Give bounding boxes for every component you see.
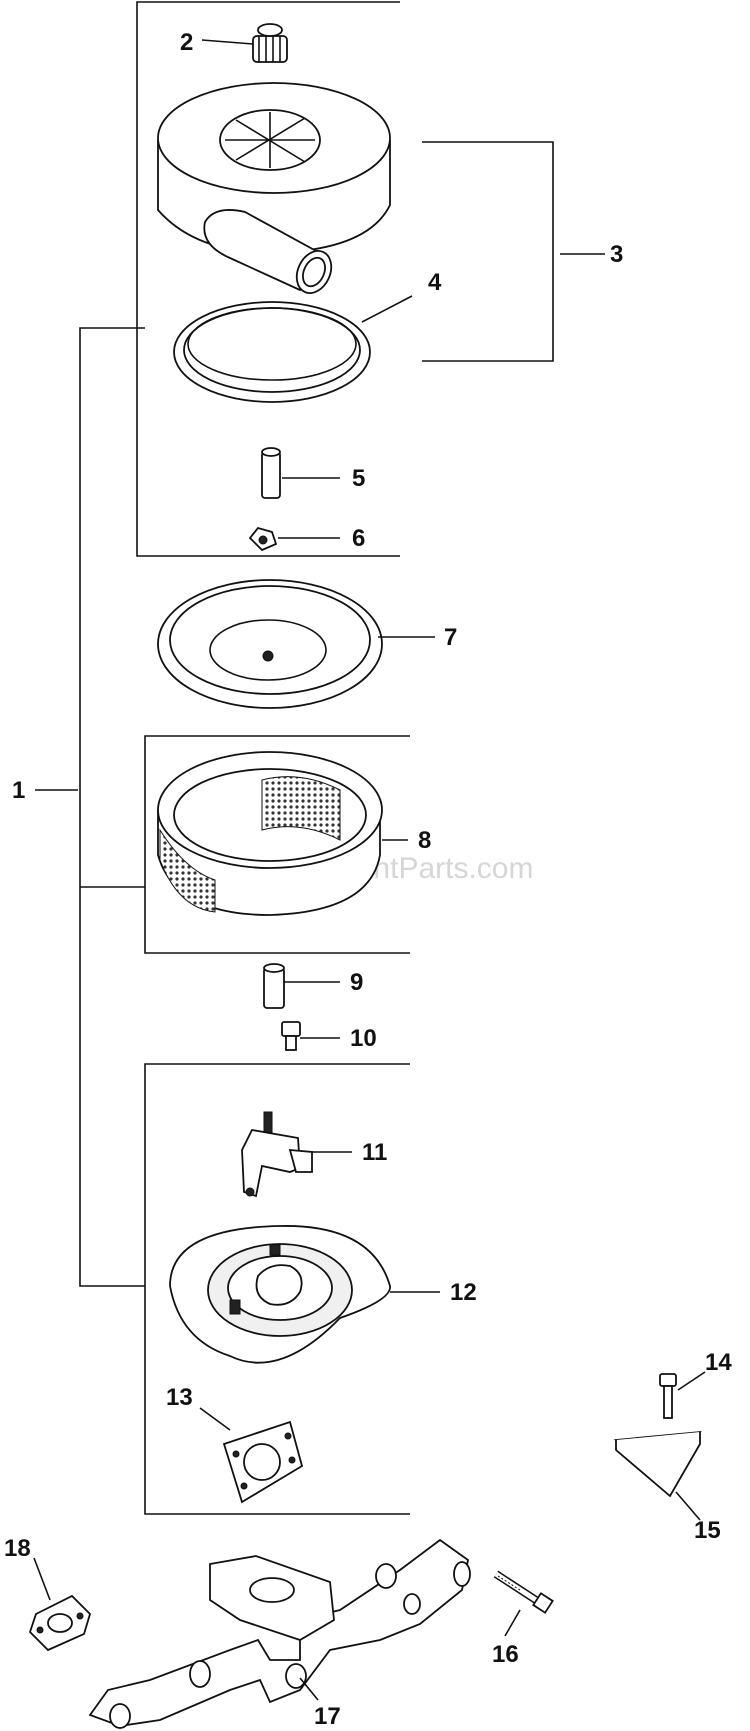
callout-numbers: 1 2 3 4 5 6 7 8 9 10 11 12 13 14 15 16 1… <box>4 29 732 1730</box>
manifold-part <box>88 1538 471 1729</box>
callout-2: 2 <box>180 29 193 56</box>
filter-lid-part <box>157 579 383 709</box>
wing-nut-part <box>248 526 278 552</box>
cover-part <box>157 82 391 294</box>
callout-17: 17 <box>314 1703 341 1730</box>
callout-12: 12 <box>450 1279 477 1306</box>
callout-8: 8 <box>418 827 431 854</box>
callout-13: 13 <box>166 1384 193 1411</box>
bracket-part <box>241 1111 313 1198</box>
callout-4: 4 <box>428 269 442 296</box>
callout-10: 10 <box>350 1025 377 1052</box>
callout-5: 5 <box>352 465 365 492</box>
spacer-part-2 <box>263 963 285 1009</box>
grouping-lines <box>79 1 554 1515</box>
callout-6: 6 <box>352 525 365 552</box>
spacer-part <box>261 447 281 499</box>
cap-part <box>613 1430 702 1498</box>
leader-lines <box>33 39 706 1701</box>
callout-9: 9 <box>350 969 363 996</box>
callout-3: 3 <box>610 241 623 268</box>
knob-part <box>252 23 288 63</box>
callout-14: 14 <box>705 1349 732 1376</box>
callout-1: 1 <box>12 777 25 804</box>
screw-part <box>281 1021 301 1051</box>
callout-15: 15 <box>694 1517 721 1544</box>
callout-7: 7 <box>444 624 457 651</box>
gasket-part <box>222 1420 304 1504</box>
long-bolt-part <box>493 1570 554 1614</box>
small-gasket-part <box>28 1594 92 1652</box>
seal-ring-part <box>173 301 371 403</box>
base-plate-part <box>169 1225 391 1364</box>
callout-18: 18 <box>4 1535 31 1562</box>
callout-16: 16 <box>492 1641 519 1668</box>
filter-element-part <box>157 751 383 916</box>
bolt-part <box>659 1373 677 1419</box>
callout-11: 11 <box>362 1139 387 1166</box>
